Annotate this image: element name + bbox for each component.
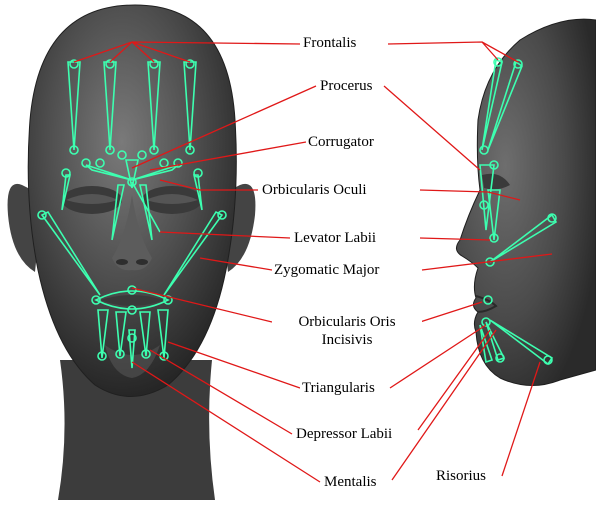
label-levator-labii: Levator Labii xyxy=(292,229,378,247)
label-orbicularis-oris-text: Orbicularis Oris xyxy=(274,313,420,331)
right-nostril xyxy=(136,259,148,265)
label-frontalis: Frontalis xyxy=(301,34,358,52)
label-orbicularis-oculi: Orbicularis Oculi xyxy=(260,181,369,199)
left-nostril xyxy=(116,259,128,265)
label-triangularis: Triangularis xyxy=(300,379,377,397)
label-incisivis-text: Incisivis xyxy=(274,331,420,349)
label-mentalis: Mentalis xyxy=(322,473,379,491)
label-orbicularis-oris: Orbicularis Oris Incisivis xyxy=(272,313,422,349)
label-procerus: Procerus xyxy=(318,77,375,95)
label-zygomatic-major: Zygomatic Major xyxy=(272,261,381,279)
label-corrugator: Corrugator xyxy=(306,133,376,151)
label-risorius: Risorius xyxy=(434,467,488,485)
front-head xyxy=(8,5,256,500)
label-depressor-labii: Depressor Labii xyxy=(294,425,394,443)
